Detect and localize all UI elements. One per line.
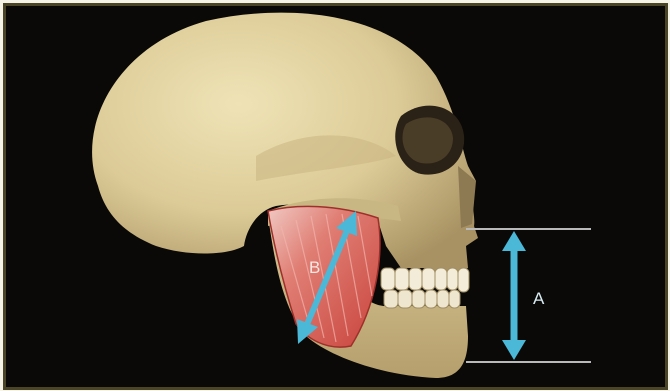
height-label: A bbox=[533, 290, 544, 307]
image-frame: B A bbox=[3, 3, 668, 390]
skull-illustration bbox=[6, 6, 665, 387]
skull-icon bbox=[92, 13, 478, 378]
muscle-label: B bbox=[309, 259, 320, 276]
